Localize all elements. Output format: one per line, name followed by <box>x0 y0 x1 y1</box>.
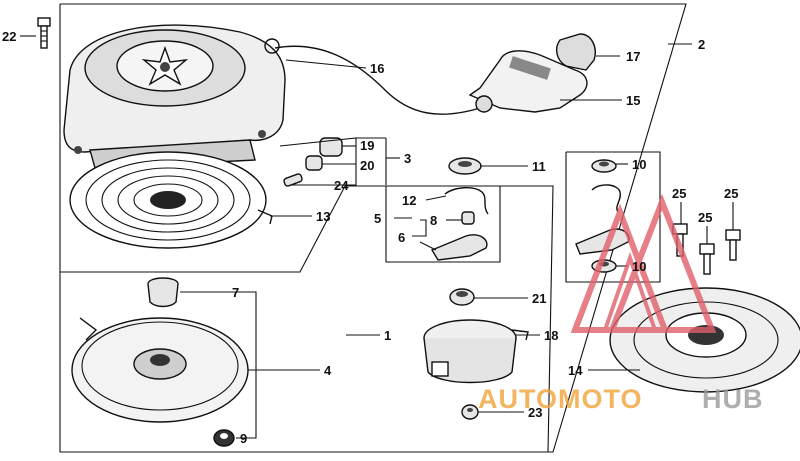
callout-15: 15 <box>626 93 640 108</box>
callout-22: 22 <box>2 29 16 44</box>
nut-9-part <box>213 429 235 447</box>
callout-12: 12 <box>402 193 416 208</box>
callout-4: 4 <box>324 363 332 378</box>
callout-24: 24 <box>334 178 349 193</box>
starter-reel-part <box>71 317 249 423</box>
starter-grip-part <box>468 50 588 113</box>
assembly-outlines <box>59 3 687 453</box>
callout-6: 6 <box>398 230 405 245</box>
leader-lines <box>20 35 734 439</box>
starter-cup-part <box>423 319 529 384</box>
callout-10-bottom: 10 <box>632 259 646 274</box>
callout-13: 13 <box>316 209 330 224</box>
callout-2: 2 <box>698 37 705 52</box>
callout-9: 9 <box>240 431 247 446</box>
part-20-shape <box>305 155 323 171</box>
watermark-text-gray: HUB <box>702 384 764 414</box>
callout-18: 18 <box>544 328 558 343</box>
collar-7-part <box>147 277 179 308</box>
callout-labels: 22 16 17 2 15 19 3 20 24 11 10 12 5 8 6 … <box>2 29 738 446</box>
callout-8: 8 <box>430 213 437 228</box>
recoil-spring-part <box>69 151 273 249</box>
callout-17: 17 <box>626 49 640 64</box>
grip-cap-part <box>555 33 596 71</box>
outline-assembly-2 <box>59 3 687 453</box>
callout-25-a: 25 <box>672 186 686 201</box>
callout-7: 7 <box>232 285 239 300</box>
collar-8-part <box>461 211 475 225</box>
bolt-22-part <box>37 17 51 49</box>
callout-19: 19 <box>360 138 374 153</box>
watermark-text-orange: AUTOMOTO <box>478 384 643 414</box>
nut-23-part <box>461 404 479 420</box>
part-24-shape <box>283 173 303 187</box>
callout-11: 11 <box>532 159 546 174</box>
starter-rope-part <box>274 45 481 115</box>
washer-11-part <box>448 157 482 175</box>
outline-ratchet-box <box>565 151 661 283</box>
callout-20: 20 <box>360 158 374 173</box>
callout-25-b: 25 <box>698 210 712 225</box>
callout-16: 16 <box>370 61 384 76</box>
callout-3: 3 <box>404 151 411 166</box>
callout-14: 14 <box>568 363 583 378</box>
callout-1: 1 <box>384 328 391 343</box>
spring-12-part <box>444 187 489 215</box>
outline-pawl-box <box>385 185 501 263</box>
parts <box>37 17 800 447</box>
nut-21-part <box>449 288 475 306</box>
watermark-logo-icon <box>570 193 717 333</box>
starter-pulley-plate-part <box>609 287 800 393</box>
starter-case-part <box>63 24 286 169</box>
callout-21: 21 <box>532 291 546 306</box>
callout-23: 23 <box>528 405 542 420</box>
part-19-shape <box>319 137 343 157</box>
callout-5: 5 <box>374 211 381 226</box>
watermark: AUTOMOTO HUB <box>478 193 764 414</box>
callout-10-top: 10 <box>632 157 646 172</box>
callout-25-c: 25 <box>724 186 738 201</box>
pawl-6-part <box>430 234 488 261</box>
